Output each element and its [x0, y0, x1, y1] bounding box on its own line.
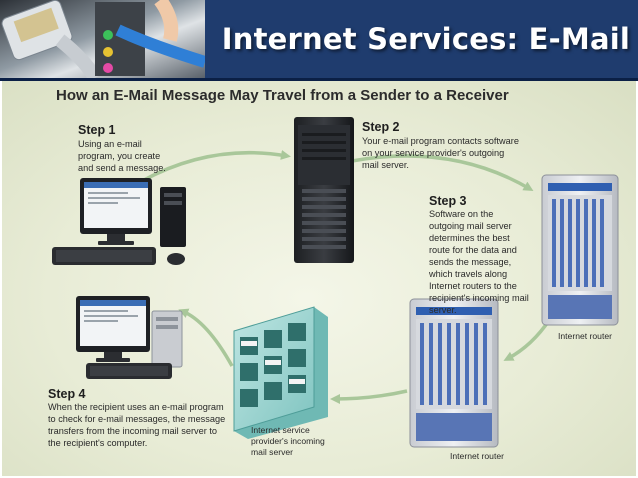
step-1-text: Using an e-mail program, you create and …: [78, 139, 166, 173]
sender-computer-icon: [52, 178, 186, 265]
mail-server-caption: Internet service provider's incoming mai…: [251, 425, 325, 457]
outgoing-mail-server-icon: [294, 117, 354, 263]
flow-arrow-1-to-2: [141, 150, 291, 183]
router-2-caption: Internet router: [450, 451, 504, 461]
header-divider: [0, 78, 638, 81]
step-2-heading: Step 2: [362, 120, 400, 134]
internet-router-1-icon: [541, 174, 619, 326]
figure-panel: How an E-Mail Message May Travel from a …: [2, 81, 636, 476]
step-1-heading: Step 1: [78, 123, 116, 137]
step-3-text: Software on the outgoing mail server det…: [429, 209, 529, 315]
network-cable-photo: [0, 0, 205, 78]
slide-title: Internet Services: E-Mail: [221, 22, 630, 56]
step-4-text: When the recipient uses an e-mail progra…: [48, 402, 226, 448]
router-1-caption: Internet router: [558, 331, 612, 341]
step-2-text: Your e-mail program contacts software on…: [362, 136, 519, 170]
figure-title: How an E-Mail Message May Travel from a …: [56, 87, 509, 104]
internet-router-2-icon: [409, 298, 499, 448]
flow-arrow-server-to-computer: [178, 308, 234, 367]
header-photo: [0, 0, 205, 78]
step-3-heading: Step 3: [429, 194, 467, 208]
flow-arrow-3-to-router: [503, 318, 552, 361]
title-bar: Internet Services: E-Mail: [0, 0, 638, 78]
step-4-heading: Step 4: [48, 387, 86, 401]
email-flow-diagram: [52, 117, 619, 448]
incoming-mail-server-icon: [233, 306, 328, 439]
flow-arrow-2-to-3: [351, 154, 534, 192]
flow-arrow-router-to-server: [330, 389, 408, 404]
recipient-computer-icon: [76, 296, 183, 379]
